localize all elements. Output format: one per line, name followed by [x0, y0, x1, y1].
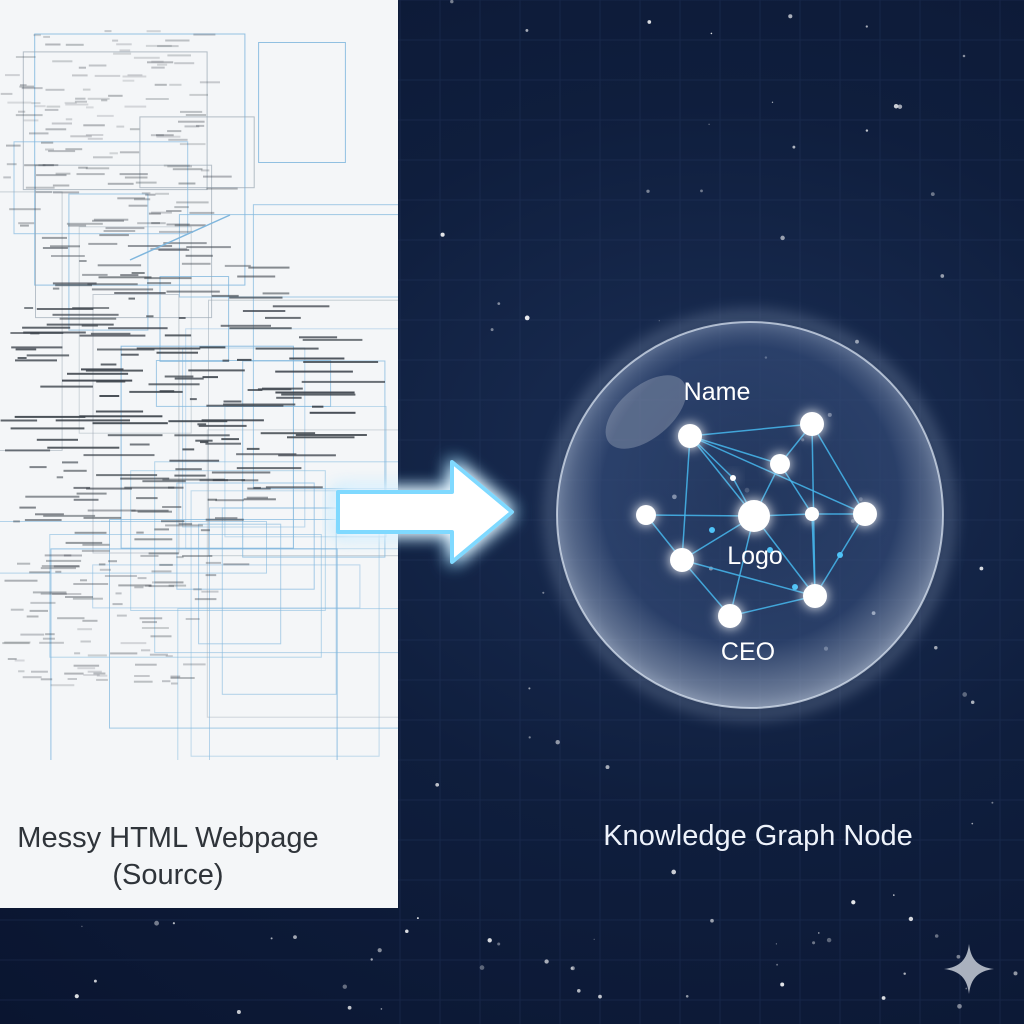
- target-caption: Knowledge Graph Node: [603, 820, 913, 852]
- graph-node: [800, 412, 824, 436]
- graph-edge: [681, 559, 731, 617]
- overlapping-boxes: [0, 33, 398, 760]
- knowledge-graph-node: Name Logo CEO: [547, 312, 953, 718]
- graph-edge: [689, 435, 755, 517]
- source-caption-title: Messy HTML Webpage: [17, 822, 319, 854]
- messy-html-illustration: [0, 30, 398, 760]
- graph-edge: [811, 513, 816, 597]
- stray-line: [129, 214, 231, 261]
- graph-edge: [681, 435, 691, 561]
- graph-node: [670, 548, 694, 572]
- graph-node: [636, 505, 656, 525]
- edge-dot: [709, 527, 715, 533]
- sphere-highlight: [605, 375, 687, 449]
- source-webpage-panel: Messy HTML Webpage (Source): [0, 0, 398, 908]
- source-caption-subtitle: (Source): [112, 859, 224, 891]
- graph-edge: [689, 435, 866, 515]
- node-label-logo: Logo: [727, 542, 783, 570]
- graph-node: [718, 604, 742, 628]
- graph-edge: [689, 435, 781, 465]
- edge-dot: [767, 547, 773, 553]
- code-text-lines: [0, 30, 385, 687]
- graph-edge: [681, 559, 816, 597]
- graph-node: [803, 584, 827, 608]
- graph-node: [853, 502, 877, 526]
- node-label-ceo: CEO: [721, 638, 775, 666]
- source-caption: Messy HTML Webpage (Source): [0, 820, 336, 894]
- graph-node: [678, 424, 702, 448]
- graph-node: [730, 475, 736, 481]
- graph-edge: [729, 595, 816, 617]
- graph-node: [738, 500, 770, 532]
- arrow-right-icon: [336, 460, 514, 564]
- graph-edge: [729, 515, 755, 617]
- graph-edge: [811, 423, 866, 515]
- graph-node: [770, 454, 790, 474]
- graph-node: [805, 507, 819, 521]
- graph-edge: [689, 423, 813, 437]
- edge-dot: [837, 552, 843, 558]
- graph-edge: [645, 514, 755, 517]
- graph-nodes: [636, 412, 877, 628]
- sparkle-icon: [944, 944, 994, 994]
- node-label-name: Name: [684, 378, 751, 406]
- edge-dot: [792, 584, 798, 590]
- graph-edge: [753, 515, 816, 597]
